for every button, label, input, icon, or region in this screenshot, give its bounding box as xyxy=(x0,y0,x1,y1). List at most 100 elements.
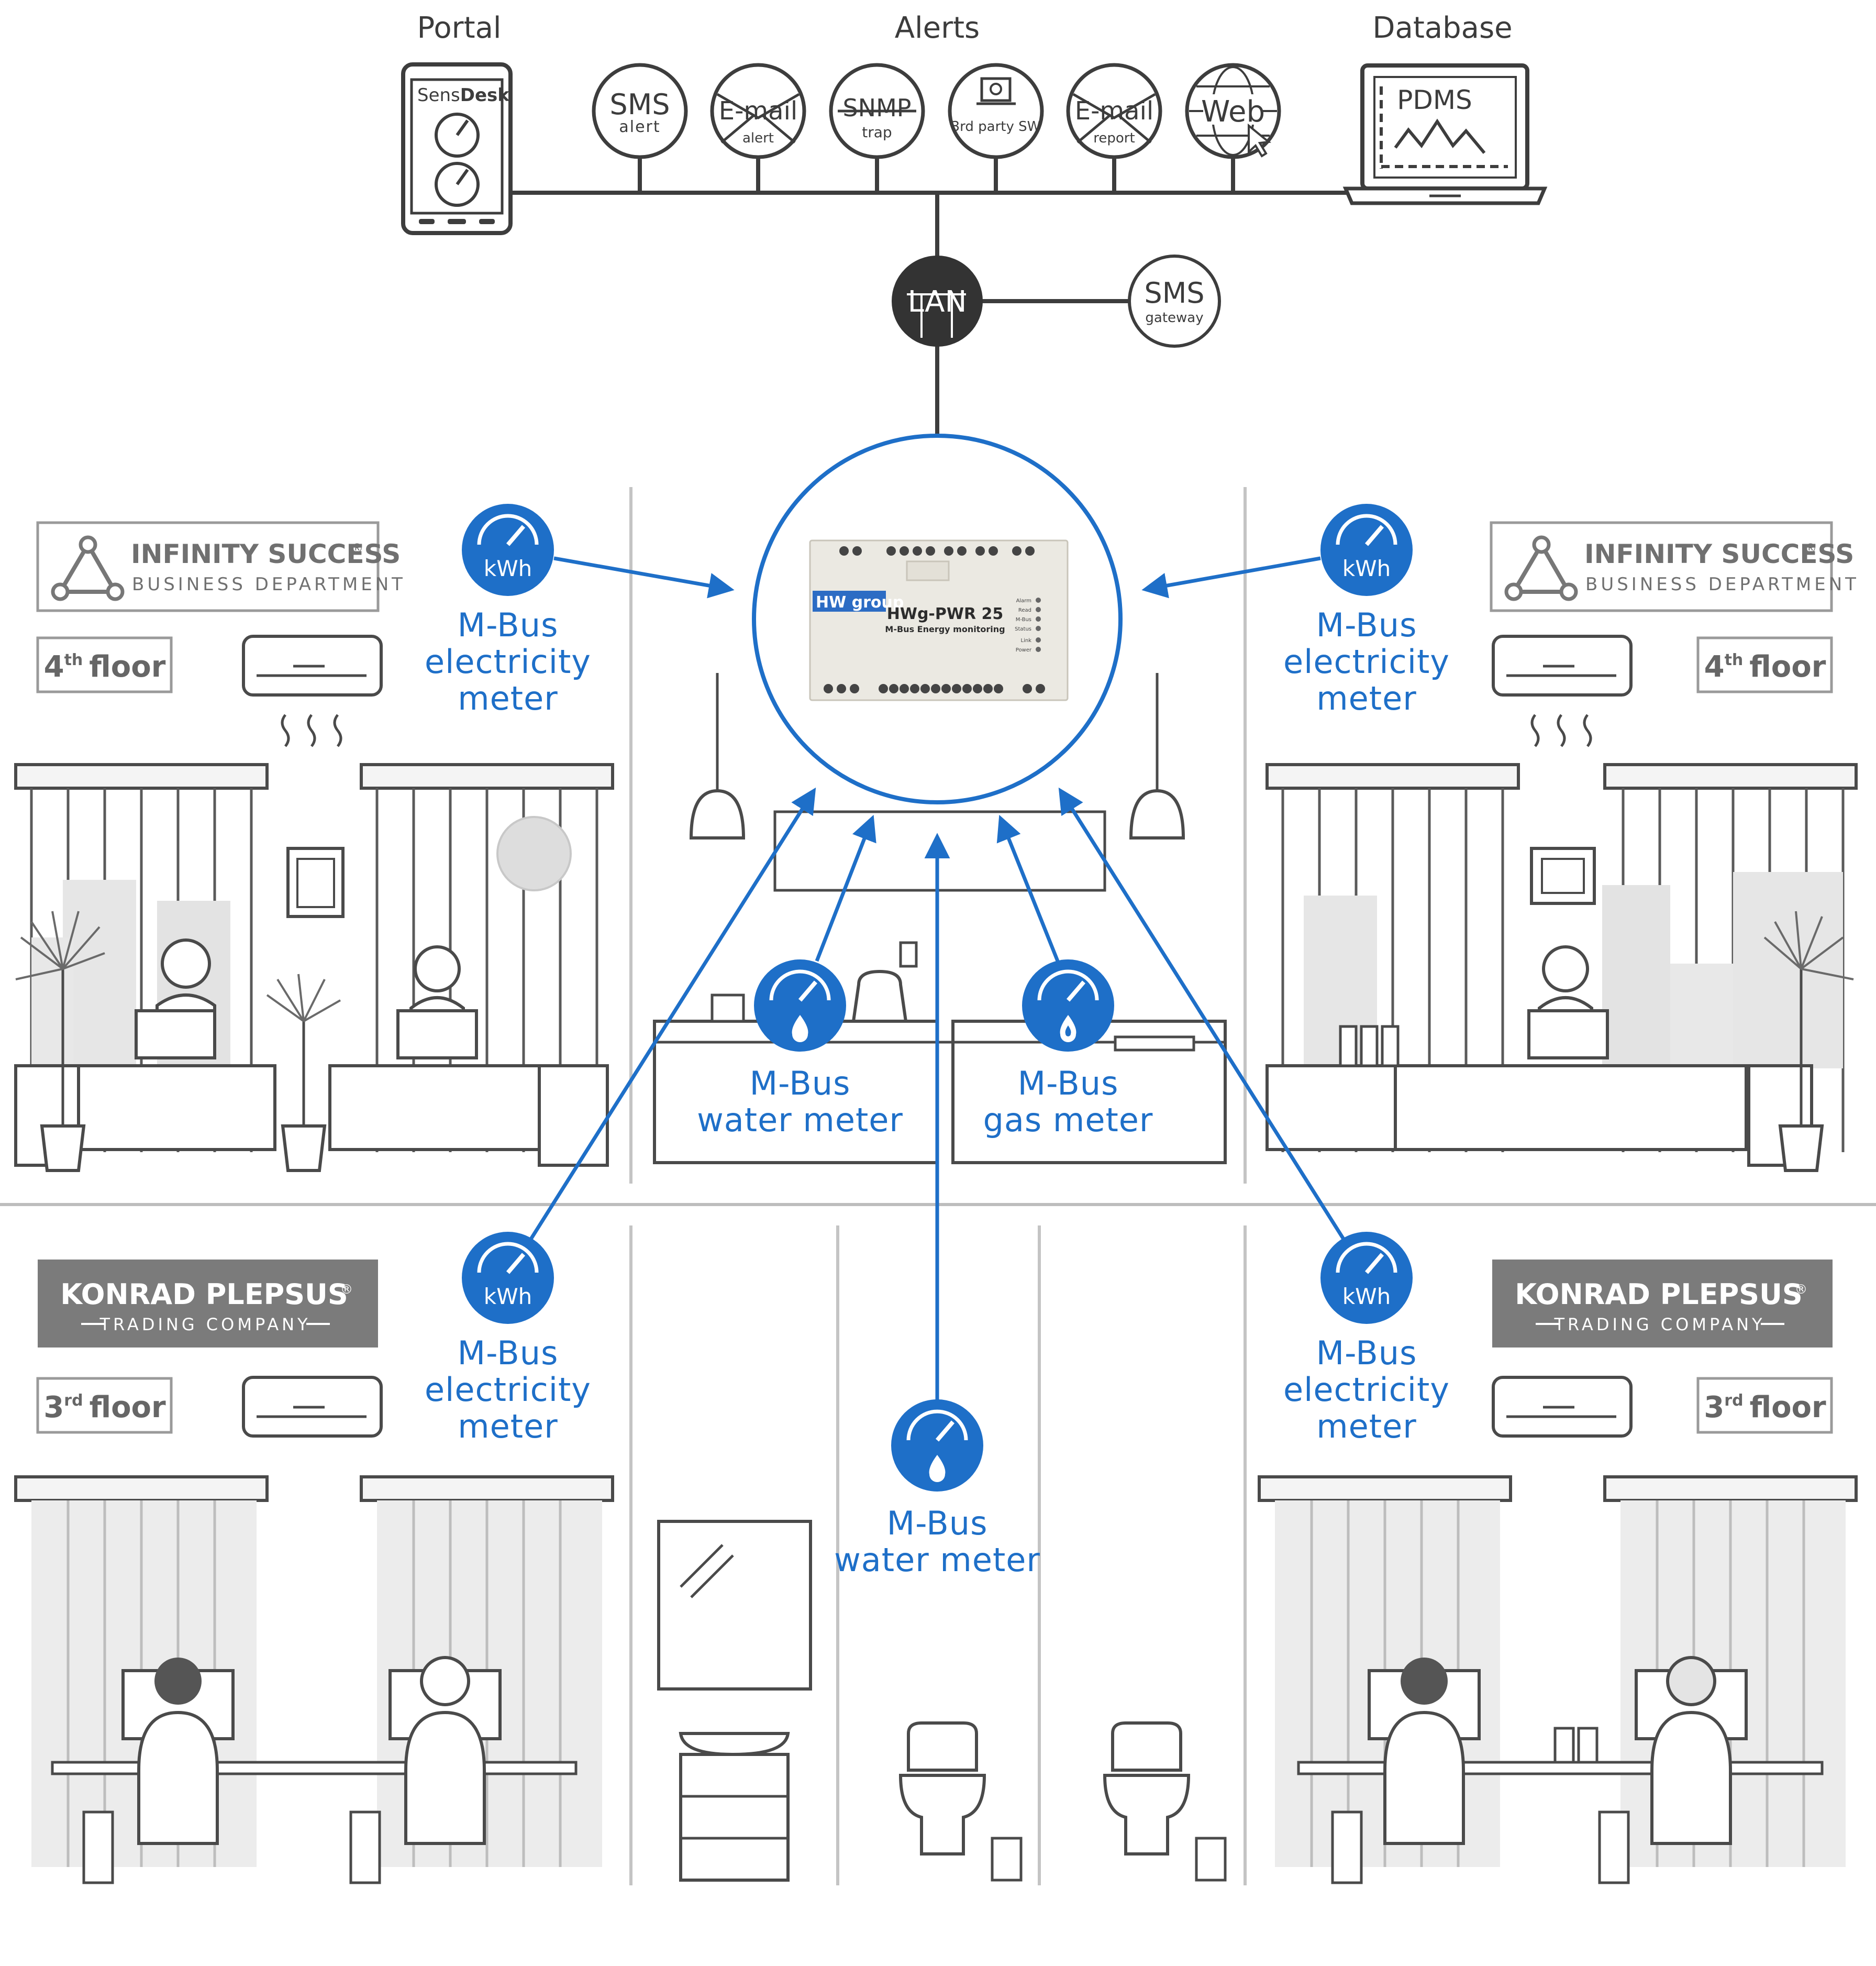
floor-suffix: rd xyxy=(64,1391,83,1410)
meter-label-line: meter xyxy=(1316,1407,1416,1445)
label-gas-kitchen: M-Bus gas meter xyxy=(983,1058,1153,1142)
meter-label-line: M-Bus xyxy=(1316,606,1417,644)
svg-text:SensDesk: SensDesk xyxy=(417,85,510,106)
kwh-label: kWh xyxy=(1342,1284,1391,1309)
company-dept: BUSINESS DEPARTMENT xyxy=(1585,574,1859,595)
meter-label-line: electricity xyxy=(425,643,591,681)
alert-sms-icon[interactable]: SMS alert xyxy=(592,63,688,159)
brand-part-b: Desk xyxy=(460,85,510,106)
alert-main-label: SMS xyxy=(609,88,670,121)
sensdesk-tablet[interactable]: SensDesk xyxy=(401,62,513,235)
floor-word: floor xyxy=(90,1390,166,1424)
led-label: Status xyxy=(1015,626,1031,632)
meter-label-line: water meter xyxy=(697,1101,903,1139)
registered-mark: ® xyxy=(1804,541,1817,556)
electricity-meter-4th-right[interactable]: kWh xyxy=(1320,504,1413,596)
floor-suffix: th xyxy=(1725,651,1744,669)
alert-sub-label: trap xyxy=(862,124,892,141)
meter-label-line: electricity xyxy=(1283,1371,1450,1409)
alert-main-label: SNMP xyxy=(842,94,911,122)
alert-email-icon[interactable]: E-mail alert xyxy=(710,63,806,159)
portal-title: Portal xyxy=(417,11,502,45)
company-name: INFINITY SUCCESS xyxy=(131,539,401,569)
alert-email-report-icon[interactable]: E-mail report xyxy=(1066,63,1162,159)
meter-label-line: M-Bus xyxy=(458,1334,559,1372)
gauge-icon xyxy=(435,113,480,158)
sign-infinity-success-left: INFINITY SUCCESS ® BUSINESS DEPARTMENT xyxy=(36,521,403,612)
kwh-label: kWh xyxy=(1342,556,1391,581)
floor-word: floor xyxy=(89,650,165,684)
meter-label-line: M-Bus xyxy=(1316,1334,1417,1372)
meter-connection-arrows xyxy=(528,556,1346,1411)
alert-main-label: E-mail xyxy=(1075,96,1154,126)
company-name: KONRAD PLEPSUS xyxy=(60,1278,348,1311)
pdms-laptop[interactable]: PDMS xyxy=(1342,63,1548,205)
label-water-kitchen: M-Bus water meter xyxy=(697,1058,903,1142)
floor-suffix: rd xyxy=(1724,1391,1743,1410)
electricity-meter-3rd-left[interactable]: kWh xyxy=(462,1232,554,1324)
hub-model: HWg-PWR 25 xyxy=(887,605,1004,623)
water-meter-restroom[interactable] xyxy=(891,1399,983,1492)
alert-snmp-icon[interactable]: SNMP trap xyxy=(829,63,925,159)
alerts-title: Alerts xyxy=(895,11,980,45)
meter-label-line: gas meter xyxy=(983,1101,1153,1139)
air-conditioner-icon xyxy=(242,1376,383,1438)
sign-infinity-success-right: INFINITY SUCCESS ® BUSINESS DEPARTMENT xyxy=(1490,521,1859,612)
meter-label-line: meter xyxy=(1316,679,1416,717)
air-conditioner-icon xyxy=(1492,1376,1633,1438)
meter-label-line: electricity xyxy=(1283,643,1450,681)
kwh-label: kWh xyxy=(484,556,532,581)
led-label: M-Bus xyxy=(1016,617,1031,623)
meter-label-line: electricity xyxy=(425,1371,591,1409)
gas-flame-icon xyxy=(1060,1015,1076,1042)
company-dept: TRADING COMPANY xyxy=(1553,1315,1765,1334)
air-conditioner-icon xyxy=(242,635,383,747)
air-conditioner-icons xyxy=(242,635,1633,1438)
hwg-pwr-25-hub[interactable]: HW group HWg-PWR 25 M-Bus Energy monitor… xyxy=(752,434,1123,804)
restrooms xyxy=(657,1520,1227,1882)
water-drop-icon xyxy=(792,1015,808,1042)
meter-label-line: M-Bus xyxy=(1018,1064,1119,1102)
alert-sub-label: alert xyxy=(619,118,660,136)
office-4th-floor-left xyxy=(14,763,614,1172)
office-4th-floor-right xyxy=(1266,763,1858,1172)
meter-label-line: meter xyxy=(458,1407,558,1445)
brand-logo: HW group xyxy=(816,593,904,612)
floor-number: 3 xyxy=(1704,1390,1724,1424)
sign-konrad-plepsus-right: KONRAD PLEPSUS ® TRADING COMPANY xyxy=(1492,1260,1833,1348)
electricity-meter-3rd-right[interactable]: kWh xyxy=(1320,1232,1413,1324)
alert-main-label: E-mail xyxy=(719,96,798,126)
meter-label-line: meter xyxy=(458,679,558,717)
alert-sub-label: alert xyxy=(742,130,774,146)
electricity-meter-4th-left[interactable]: kWh xyxy=(462,504,554,596)
label-water-restroom: M-Bus water meter xyxy=(834,1504,1040,1579)
water-drop-icon xyxy=(929,1455,946,1482)
gauge-icon xyxy=(435,162,480,207)
gas-meter-kitchen[interactable] xyxy=(1022,959,1114,1052)
label-electricity-4th-left: M-Bus electricity meter xyxy=(425,606,591,717)
registered-mark: ® xyxy=(351,541,363,556)
air-conditioner-icon xyxy=(1492,635,1633,747)
alert-web-icon[interactable]: Web xyxy=(1185,63,1281,159)
company-name: KONRAD PLEPSUS xyxy=(1515,1278,1803,1311)
hub-subtitle: M-Bus Energy monitoring xyxy=(885,624,1005,634)
water-meter-kitchen[interactable] xyxy=(754,959,846,1052)
office-3rd-floor-right xyxy=(1258,1475,1858,1884)
meter-label-line: M-Bus xyxy=(887,1504,988,1542)
database-title: Database xyxy=(1372,11,1512,45)
sms-gateway-icon[interactable]: SMS gateway xyxy=(1128,255,1221,348)
meter-label-line: M-Bus xyxy=(458,606,559,644)
alert-3rd-party-sw-icon[interactable]: 3rd party SW xyxy=(948,63,1044,159)
registered-mark: ® xyxy=(1795,1282,1807,1297)
alert-main-label: Web xyxy=(1201,95,1265,129)
label-electricity-3rd-right: M-Bus electricity meter xyxy=(1283,1334,1450,1445)
sms-gateway-main: SMS xyxy=(1144,277,1204,310)
kwh-label: kWh xyxy=(484,1284,532,1309)
